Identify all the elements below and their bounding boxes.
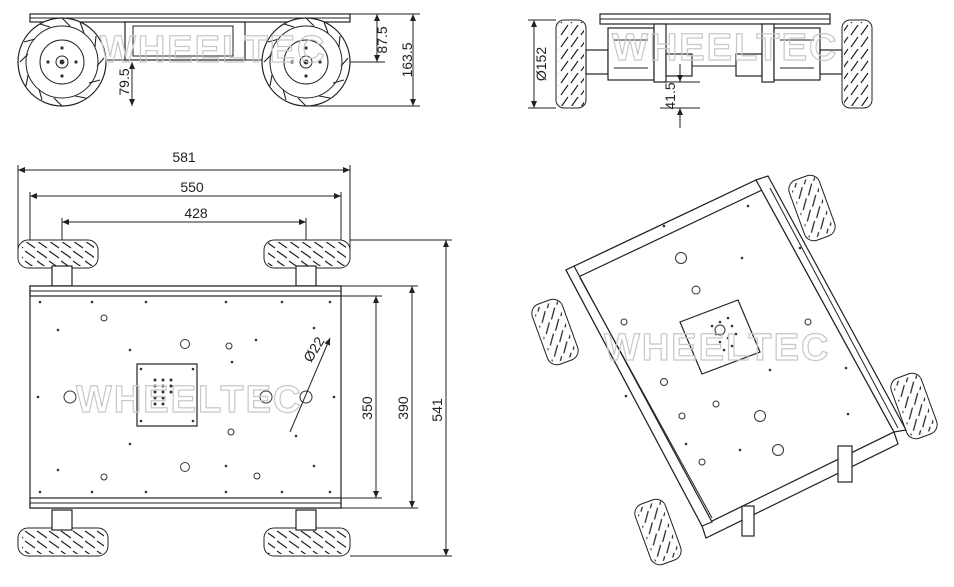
dim-390: 390 (395, 396, 411, 420)
front-view: WHEELTEC Ø152 41.5 (528, 13, 873, 128)
dim-163-5: 163.5 (399, 42, 415, 77)
dim-428: 428 (184, 205, 208, 221)
side-right-wheel (261, 17, 351, 107)
dim-87-5: 87.5 (374, 26, 390, 53)
dim-581: 581 (172, 149, 196, 165)
watermark-top: WHEELTEC (76, 379, 302, 421)
side-motor-box (124, 21, 246, 61)
top-center-panel (136, 363, 198, 427)
iso-wheel-back-left (531, 298, 579, 366)
front-right-bracket (773, 27, 821, 81)
dim-541: 541 (429, 398, 445, 422)
dim-550: 550 (180, 179, 204, 195)
top-plate-holes (63, 314, 313, 481)
watermark-front: WHEELTEC (612, 27, 838, 69)
isometric-view: WHEELTEC (531, 174, 938, 566)
top-view: 581 550 428 (17, 149, 452, 557)
side-left-wheel (17, 17, 107, 107)
iso-wheel-front-left (634, 498, 682, 566)
dim-41-5: 41.5 (662, 82, 678, 109)
dim-22-leader (289, 337, 331, 433)
iso-wheel-front-right (890, 372, 938, 440)
side-view: WHEELTEC 87.5 163.5 79.5 (17, 13, 420, 107)
iso-center-panel (679, 299, 761, 375)
iso-plate-holes (620, 252, 812, 466)
dim-79-5: 79.5 (116, 68, 132, 95)
watermark-iso: WHEELTEC (604, 327, 830, 369)
front-left-bracket (607, 27, 655, 81)
watermark-side: WHEELTEC (100, 29, 326, 71)
dim-350: 350 (359, 396, 375, 420)
dim-152: Ø152 (533, 47, 549, 81)
iso-wheel-back-right (788, 174, 836, 242)
